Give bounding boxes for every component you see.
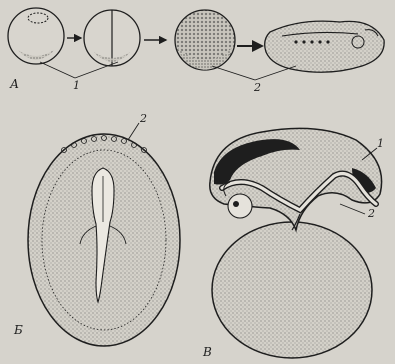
- late-embryo-stage: [265, 21, 384, 72]
- panel-a-stages: [8, 8, 384, 80]
- panel-b-egg: [28, 123, 180, 346]
- yolk-sac: [212, 222, 372, 358]
- zygote-stage: [8, 8, 64, 64]
- two-cell-stage: [84, 10, 140, 66]
- leader-a-2: [212, 66, 296, 80]
- leader-b-2: [128, 123, 139, 140]
- blastula-stage: [175, 10, 235, 70]
- leader-c-2: [340, 204, 365, 214]
- panel-c-label: В: [203, 346, 212, 358]
- callout-a-2: 2: [254, 82, 261, 93]
- panel-b-label: Б: [14, 324, 23, 336]
- callout-c-1: 1: [377, 138, 384, 149]
- panel-a-label: А: [10, 78, 19, 90]
- callout-c-2: 2: [368, 208, 375, 219]
- callout-a-1: 1: [73, 80, 80, 91]
- panel-c-yolk-embryo: [210, 128, 382, 358]
- callout-b-2: 2: [140, 113, 147, 124]
